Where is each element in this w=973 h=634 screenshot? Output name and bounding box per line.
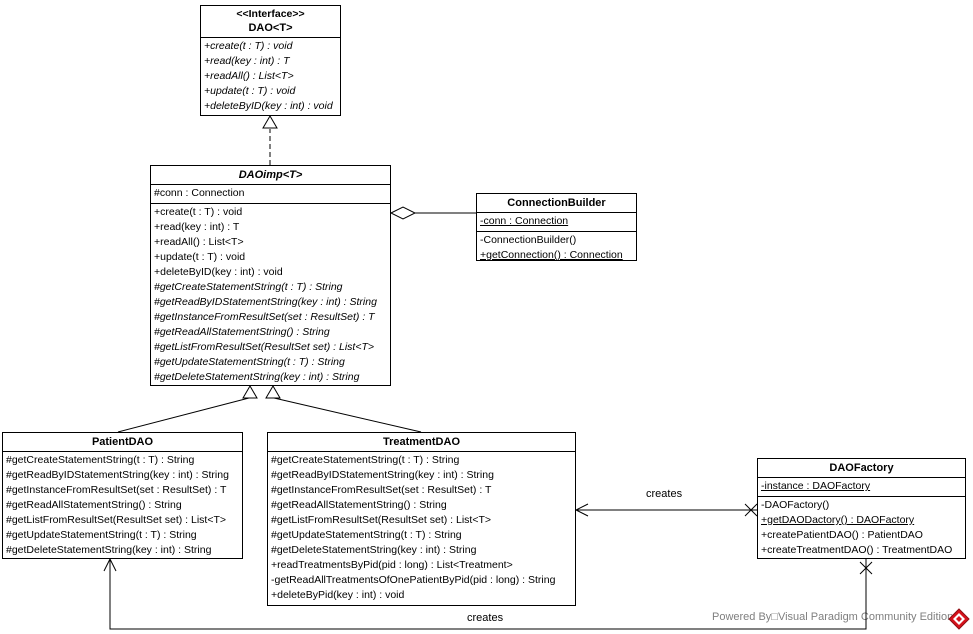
method-row: +readTreatmentsByPid(pid : long) : List<…: [271, 559, 513, 571]
methods-compartment: +create(t : T) : void +read(key : int) :…: [151, 203, 390, 385]
methods-compartment: #getCreateStatementString(t : T) : Strin…: [3, 451, 242, 558]
class-name: PatientDAO: [91, 436, 154, 448]
method-row: +create(t : T) : void: [204, 40, 293, 52]
stereotype-label: <<Interface>>: [236, 8, 305, 20]
class-box-daofactory[interactable]: DAOFactory -instance : DAOFactory -DAOFa…: [757, 458, 966, 559]
method-row: #getReadAllStatementString() : String: [6, 499, 182, 511]
methods-compartment: -ConnectionBuilder() +getConnection() : …: [477, 231, 636, 261]
class-header: ConnectionBuilder: [477, 194, 636, 212]
class-box-dao-interface[interactable]: <<Interface>> DAO<T> +create(t : T) : vo…: [200, 5, 341, 116]
generalization-treatmentdao-to-daoimp[interactable]: [265, 385, 422, 433]
creates-edge-daofactory-treatmentdao[interactable]: [574, 503, 758, 517]
method-row: #getCreateStatementString(t : T) : Strin…: [154, 281, 343, 293]
class-header: <<Interface>> DAO<T>: [201, 6, 340, 37]
method-row: #getReadByIDStatementString(key : int) :…: [271, 469, 494, 481]
method-row: +update(t : T) : void: [204, 85, 296, 97]
method-row: +deleteByID(key : int) : void: [204, 100, 333, 112]
attribute-row: #conn : Connection: [154, 187, 245, 199]
methods-compartment: #getCreateStatementString(t : T) : Strin…: [268, 451, 575, 605]
method-row: +getDAODactory() : DAOFactory: [761, 514, 915, 526]
method-row: +read(key : int) : T: [204, 55, 290, 67]
attribute-row: -instance : DAOFactory: [761, 480, 871, 492]
class-box-treatmentdao[interactable]: TreatmentDAO #getCreateStatementString(t…: [267, 432, 576, 606]
method-row: #getReadAllStatementString() : String: [271, 499, 447, 511]
method-row: -ConnectionBuilder(): [480, 234, 577, 246]
class-header: DAOFactory: [758, 459, 965, 477]
attributes-compartment: #conn : Connection: [151, 184, 390, 203]
class-header: DAOimp<T>: [151, 166, 390, 184]
attributes-compartment: -conn : Connection: [477, 212, 636, 231]
method-row: #getUpdateStatementString(t : T) : Strin…: [271, 529, 462, 541]
method-row: +readAll() : List<T>: [154, 236, 244, 248]
class-box-daoimp[interactable]: DAOimp<T> #conn : Connection +create(t :…: [150, 165, 391, 386]
method-row: #getInstanceFromResultSet(set : ResultSe…: [271, 484, 492, 496]
edge-label-creates-patient: creates: [467, 612, 504, 624]
method-row: #getDeleteStatementString(key : int) : S…: [271, 544, 477, 556]
method-row: +createTreatmentDAO() : TreatmentDAO: [761, 544, 953, 556]
class-header: PatientDAO: [3, 433, 242, 451]
method-row: #getReadAllStatementString() : String: [154, 326, 330, 338]
method-row: #getInstanceFromResultSet(set : ResultSe…: [6, 484, 227, 496]
method-row: #getCreateStatementString(t : T) : Strin…: [6, 454, 195, 466]
aggregation-daoimp-connectionbuilder[interactable]: [389, 206, 476, 220]
attributes-compartment: -instance : DAOFactory: [758, 477, 965, 496]
powered-by-footer: Powered By□Visual Paradigm Community Edi…: [712, 611, 954, 623]
edge-label-creates-treatment: creates: [646, 488, 683, 500]
method-row: #getDeleteStatementString(key : int) : S…: [154, 371, 360, 383]
method-row: #getReadByIDStatementString(key : int) :…: [6, 469, 229, 481]
class-name: DAOFactory: [829, 462, 894, 474]
method-row: +getConnection() : Connection: [480, 249, 623, 261]
method-row: #getReadByIDStatementString(key : int) :…: [154, 296, 377, 308]
method-row: #getInstanceFromResultSet(set : ResultSe…: [154, 311, 375, 323]
class-name: DAO<T>: [248, 22, 293, 34]
class-name: TreatmentDAO: [382, 436, 461, 448]
realization-daoimp-to-dao[interactable]: [262, 115, 278, 165]
method-row: -getReadAllTreatmentsOfOnePatientByPid(p…: [271, 574, 556, 586]
method-row: +deleteByID(key : int) : void: [154, 266, 283, 278]
methods-compartment: -DAOFactory() +getDAODactory() : DAOFact…: [758, 496, 965, 558]
method-row: -DAOFactory(): [761, 499, 830, 511]
method-row: +deleteByPid(key : int) : void: [271, 589, 405, 601]
method-row: +read(key : int) : T: [154, 221, 240, 233]
generalization-patientdao-to-daoimp[interactable]: [117, 385, 258, 433]
method-row: #getListFromResultSet(ResultSet set) : L…: [154, 341, 375, 353]
method-row: #getDeleteStatementString(key : int) : S…: [6, 544, 212, 556]
class-name: DAOimp<T>: [238, 169, 303, 181]
method-row: #getCreateStatementString(t : T) : Strin…: [271, 454, 460, 466]
methods-compartment: +create(t : T) : void +read(key : int) :…: [201, 37, 340, 115]
method-row: +create(t : T) : void: [154, 206, 243, 218]
method-row: +update(t : T) : void: [154, 251, 246, 263]
method-row: #getListFromResultSet(ResultSet set) : L…: [6, 514, 227, 526]
method-row: +readAll() : List<T>: [204, 70, 294, 82]
method-row: #getListFromResultSet(ResultSet set) : L…: [271, 514, 492, 526]
method-row: +createPatientDAO() : PatientDAO: [761, 529, 923, 541]
class-box-patientdao[interactable]: PatientDAO #getCreateStatementString(t :…: [2, 432, 243, 559]
method-row: #getUpdateStatementString(t : T) : Strin…: [6, 529, 197, 541]
attribute-row: -conn : Connection: [480, 215, 569, 227]
method-row: #getUpdateStatementString(t : T) : Strin…: [154, 356, 345, 368]
class-header: TreatmentDAO: [268, 433, 575, 451]
class-name: ConnectionBuilder: [507, 197, 606, 209]
class-box-connectionbuilder[interactable]: ConnectionBuilder -conn : Connection -Co…: [476, 193, 637, 261]
